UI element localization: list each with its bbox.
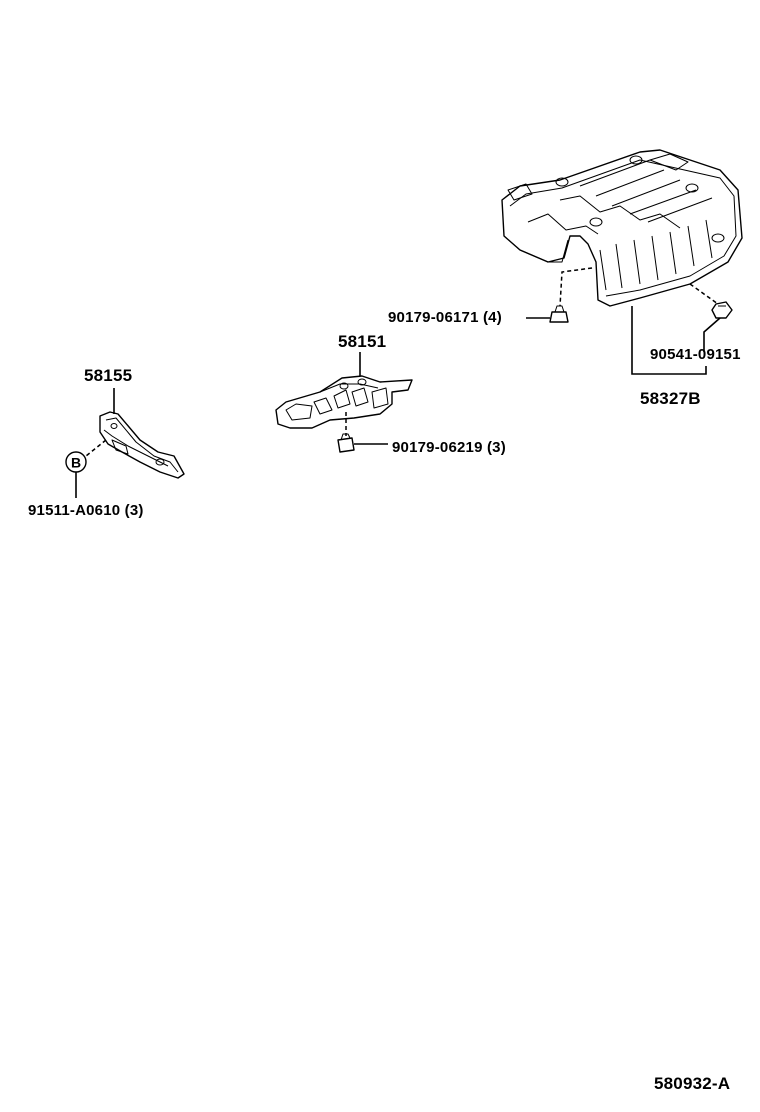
part-number-90179-06171: 90179-06171 (4) [388, 309, 502, 326]
dashed-leader-b [85, 439, 107, 457]
part-number-58155: 58155 [84, 366, 133, 385]
dashed-leader-06171 [559, 267, 593, 307]
part-number-58327b: 58327B [640, 389, 701, 408]
part-number-58151: 58151 [338, 332, 387, 351]
under-cover-58327b [501, 149, 743, 307]
leader-58327b [631, 306, 707, 375]
leader-90541-09151 [703, 317, 721, 352]
callout-b-letter: B [71, 455, 81, 471]
clip-90179-06219 [337, 433, 355, 453]
diagram-code: 580932-A [654, 1074, 731, 1093]
part-number-90179-06219: 90179-06219 (3) [392, 439, 506, 456]
bolt-90541-09151 [711, 301, 733, 319]
bracket-58155 [99, 411, 185, 479]
clip-90179-06171 [549, 305, 569, 323]
part-number-91511-a0610: 91511-A0610 (3) [28, 502, 144, 519]
part-number-90541-09151: 90541-09151 [650, 346, 741, 363]
dashed-leader-09151 [689, 283, 719, 305]
shield-58151 [275, 375, 413, 429]
